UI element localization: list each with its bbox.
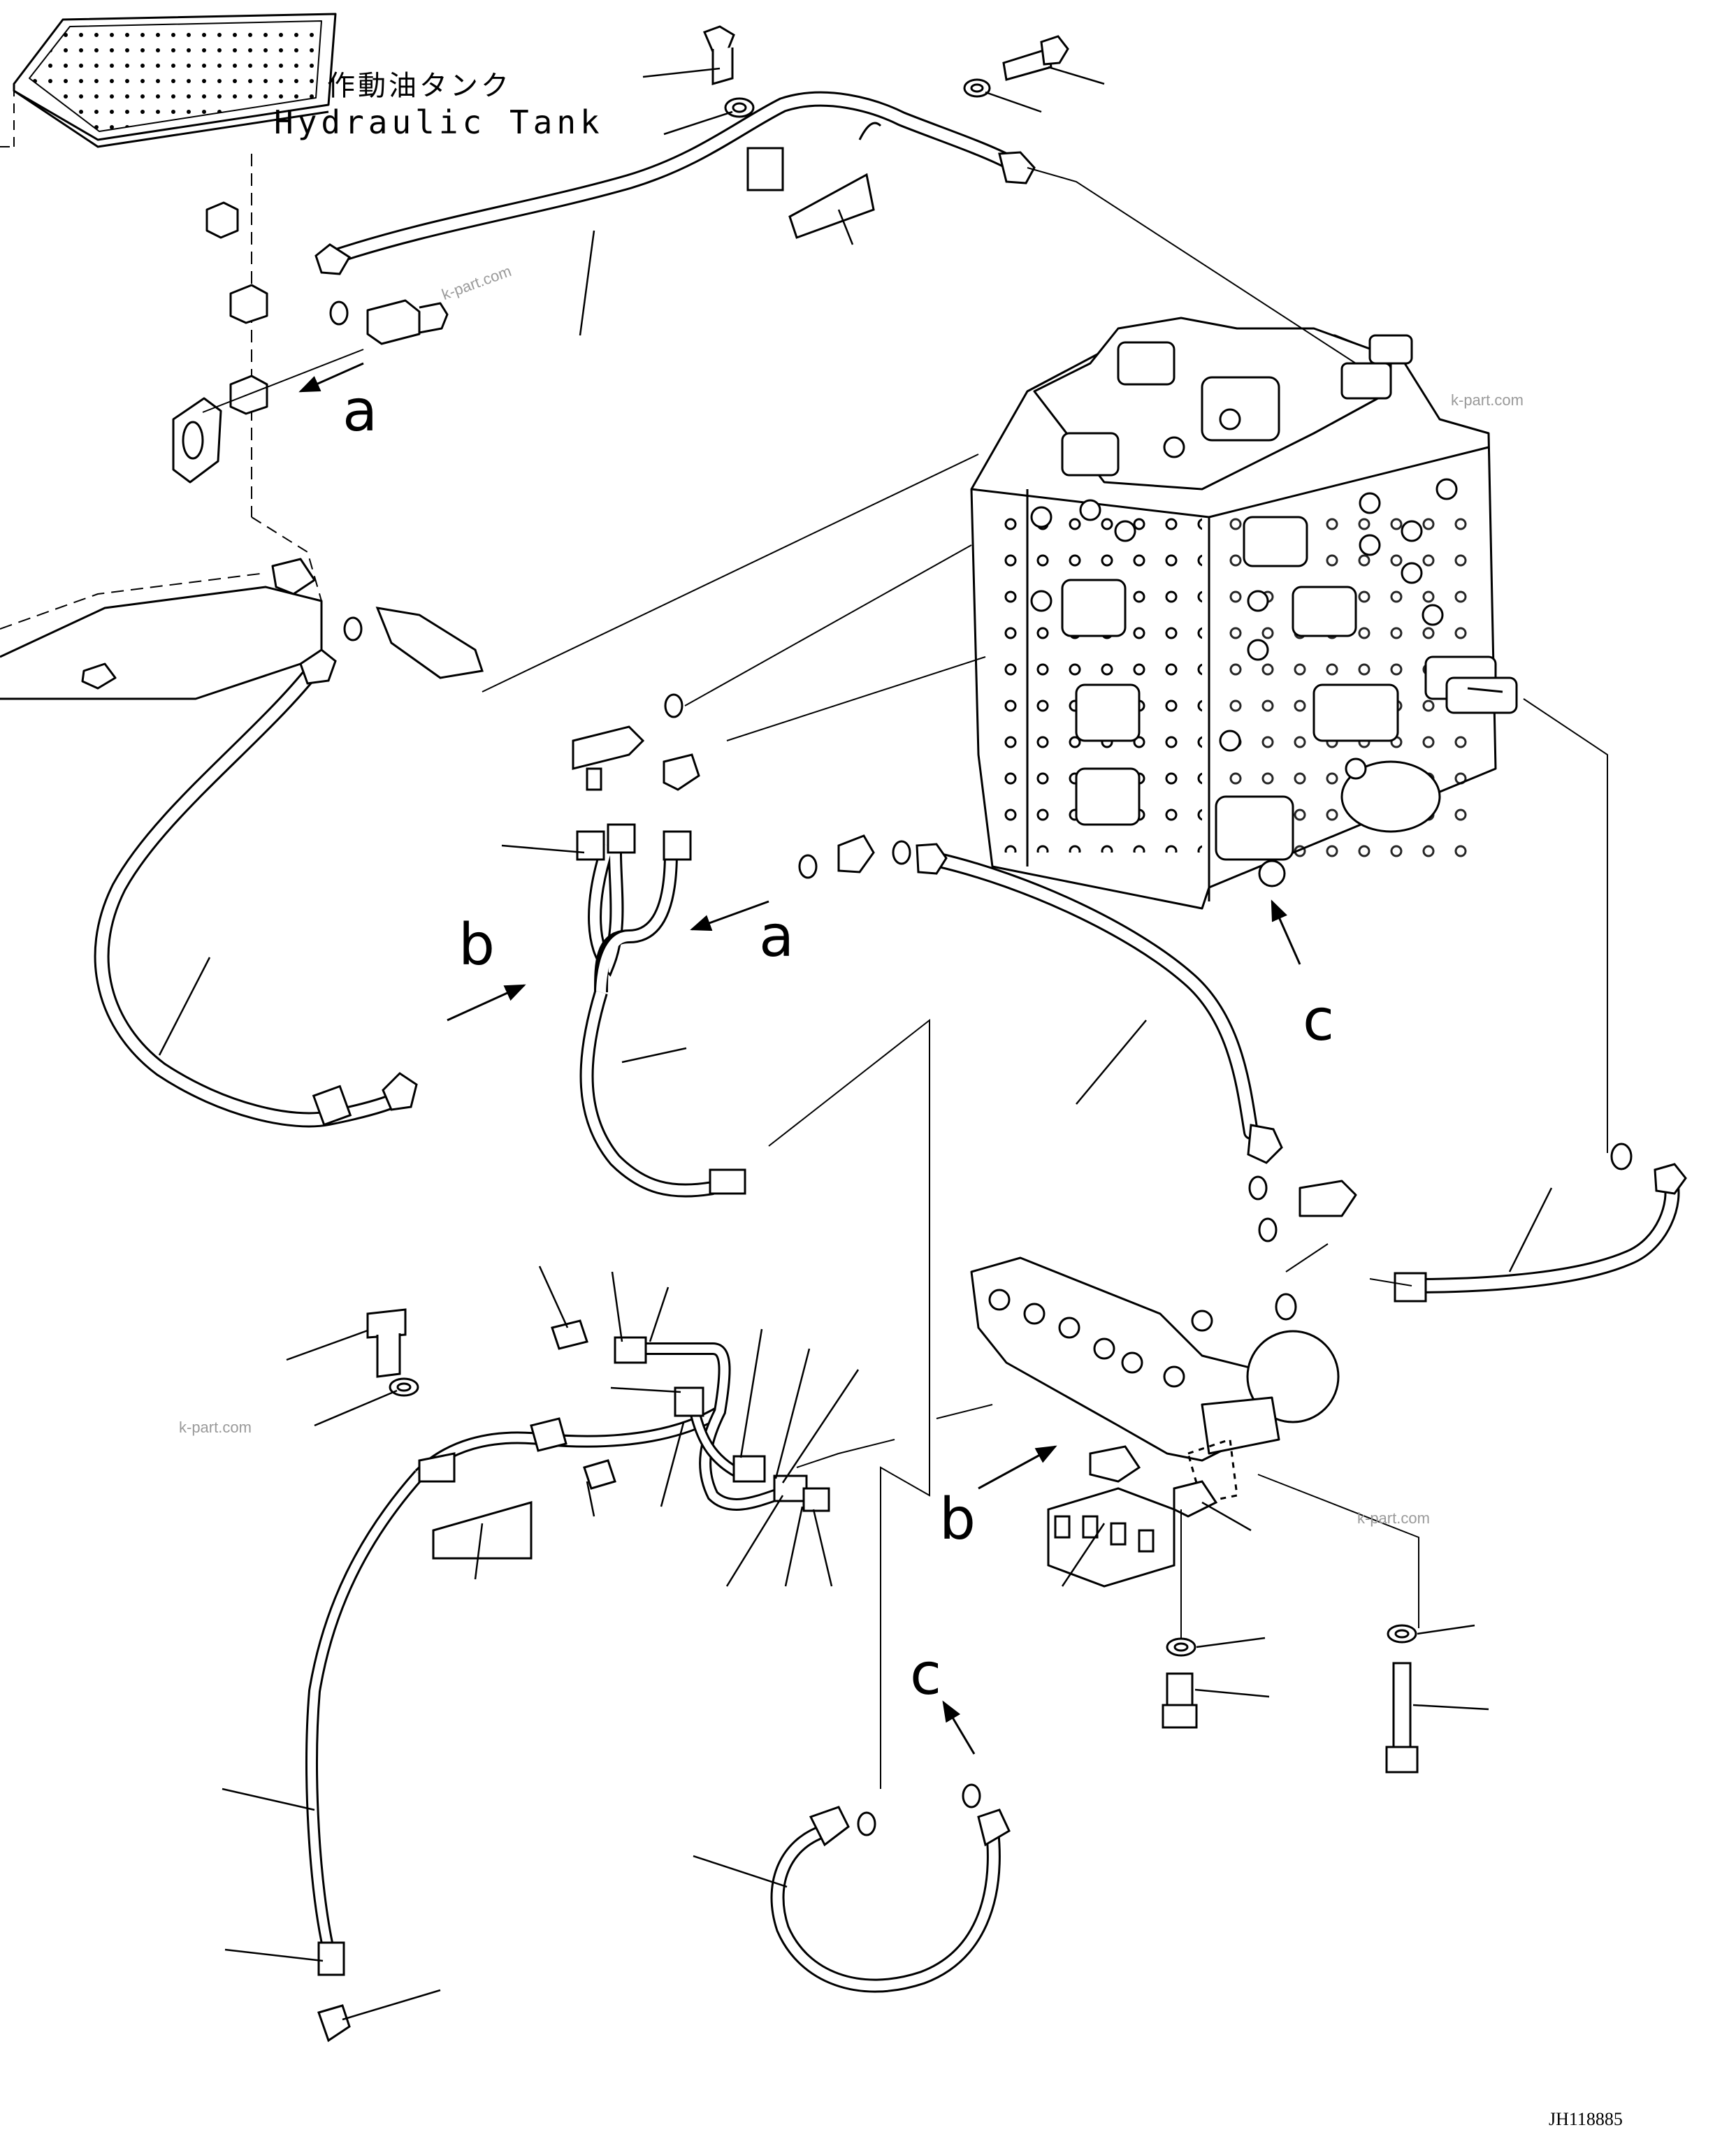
callout-b-lower: b [939,1486,976,1553]
callout-a-lower: a [759,904,795,970]
watermark-4: k-part.com [1357,1509,1430,1527]
bottom-u-hose [770,1783,1011,1993]
right-curve-hose [798,834,1283,1164]
watermark-2: k-part.com [1451,391,1524,409]
direction-arrows [298,362,1301,1755]
center-hoses [572,693,746,1198]
left-loop-hose [94,607,484,1128]
lower-right-fasteners [1162,1624,1419,1774]
callout-c-upper: c [1303,987,1335,1054]
lower-left-hose-assembly [305,1308,830,2043]
callout-b-upper: b [458,912,496,978]
leader-lines [158,66,1553,2021]
tank-label-japanese: 作動油タンク [327,70,512,102]
drawing-number: JH118885 [1549,2109,1623,2129]
callout-c-lower: c [910,1641,942,1708]
top-fasteners [702,25,1069,118]
connector-cluster [1047,1445,1218,1588]
lower-right-hose [1394,1143,1687,1303]
top-hose [314,91,1036,275]
pilot-valve-block [970,1175,1357,1504]
callout-a-upper: a [342,378,378,444]
watermark-3: k-part.com [179,1419,252,1436]
routing-lines [202,167,1608,1789]
tank-label-english: Hydraulic Tank [274,103,604,141]
main-control-valve [970,317,1518,910]
